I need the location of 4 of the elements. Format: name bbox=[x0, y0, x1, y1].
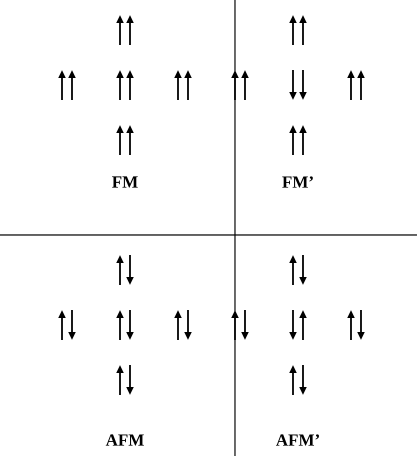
quadrant-label: FM’ bbox=[282, 176, 313, 188]
quadrant-label: AFM’ bbox=[276, 434, 319, 446]
quadrant-label: AFM bbox=[106, 434, 144, 446]
quadrant-label: FM bbox=[112, 176, 138, 188]
